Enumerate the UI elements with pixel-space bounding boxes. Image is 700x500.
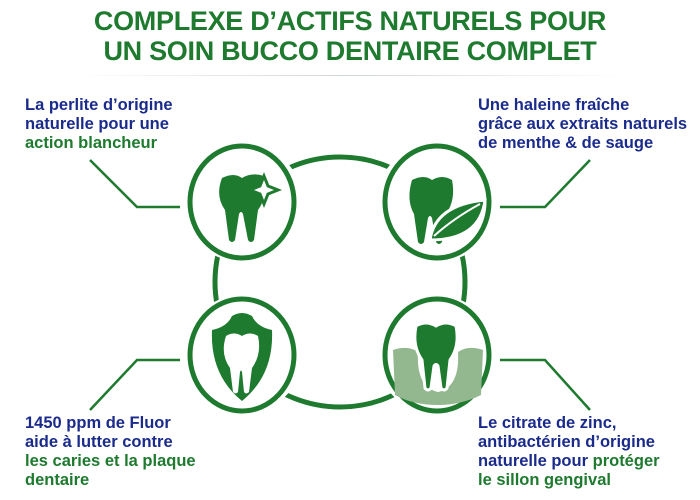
benefit-line: de menthe & de sauge bbox=[478, 134, 654, 152]
benefit-bottom-right: Le citrate de zinc, antibactérien d’orig… bbox=[478, 414, 660, 490]
benefit-line: antibactérien d’origine bbox=[478, 433, 655, 451]
connector-bottom-right bbox=[500, 358, 591, 411]
benefit-line: Une haleine fraîche bbox=[478, 96, 630, 114]
benefit-line: le sillon gengival bbox=[478, 471, 611, 489]
benefit-line: La perlite d’origine bbox=[25, 96, 173, 114]
benefit-text: naturelle pour bbox=[478, 452, 593, 470]
benefit-line: Le citrate de zinc, bbox=[478, 414, 617, 432]
connectors bbox=[89, 159, 591, 411]
benefit-line: 1450 ppm de Fluor bbox=[25, 414, 171, 432]
benefit-bottom-left: 1450 ppm de Fluor aide à lutter contre l… bbox=[25, 414, 196, 490]
benefit-line: dentaire bbox=[25, 471, 90, 489]
connector-top-left bbox=[89, 159, 180, 209]
tooth-gum-icon bbox=[377, 295, 497, 415]
benefit-line: naturelle pour une bbox=[25, 115, 169, 133]
connector-bottom-left bbox=[89, 358, 180, 411]
benefit-line: aide à lutter contre bbox=[25, 433, 173, 451]
connector-top-right bbox=[500, 159, 591, 209]
benefit-top-left: La perlite d’origine naturelle pour une … bbox=[25, 96, 173, 153]
benefit-line: action blancheur bbox=[25, 134, 158, 152]
benefit-line: les caries et la plaque bbox=[25, 452, 196, 470]
title-line-1: COMPLEXE D’ACTIFS NATURELS POUR bbox=[93, 6, 607, 36]
tooth-leaf-icon bbox=[377, 142, 497, 262]
title-line-2: UN SOIN BUCCO DENTAIRE COMPLET bbox=[103, 36, 597, 66]
central-ring bbox=[212, 154, 468, 410]
benefit-text-highlight: protéger bbox=[592, 452, 660, 470]
benefit-top-right: Une haleine fraîche grâce aux extraits n… bbox=[478, 96, 687, 153]
benefit-line: naturelle pour protéger bbox=[478, 452, 660, 471]
tooth-sparkle-icon bbox=[182, 142, 302, 262]
benefit-line: grâce aux extraits naturels bbox=[478, 115, 688, 133]
title-divider bbox=[70, 75, 630, 76]
tooth-shield-icon bbox=[182, 295, 302, 415]
